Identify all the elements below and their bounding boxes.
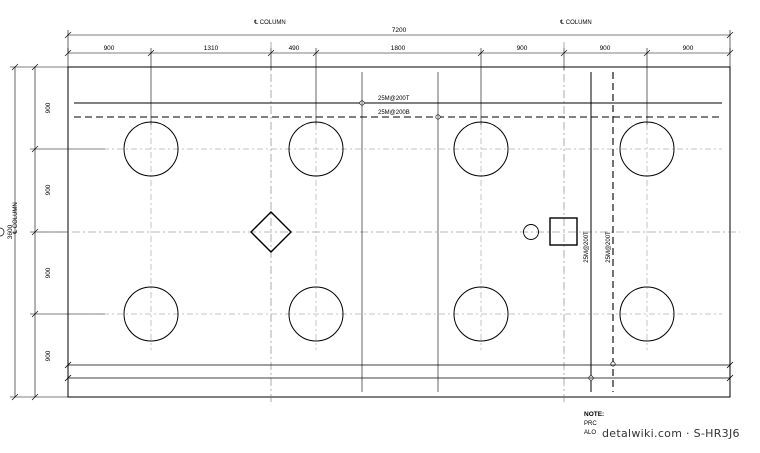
top-dim-3: 490 — [289, 45, 300, 52]
notes-title: NOTE: — [584, 411, 604, 418]
pile — [123, 121, 179, 177]
overall-height-label: 3600 — [7, 224, 14, 239]
notes-line-1: PRC — [584, 421, 597, 427]
rebar-vertical-label-2: 25M@200T — [606, 231, 612, 263]
pile — [619, 286, 675, 342]
piles — [123, 121, 675, 342]
pile — [123, 286, 179, 342]
rebar-extent-lines — [361, 72, 439, 392]
pile — [453, 286, 509, 342]
overall-width-dimension — [64, 30, 734, 52]
rebar-vertical-label-1: 25M@200T — [584, 231, 590, 263]
pile — [288, 286, 344, 342]
rebar-bottom-extents — [64, 361, 734, 382]
side-column-label: ℄ COLUMN — [13, 202, 19, 235]
rebar-bottom-horizontal-label: 25M@200B — [378, 110, 410, 116]
pile — [453, 121, 509, 177]
pile — [619, 121, 675, 177]
left-dim-3: 900 — [45, 267, 52, 278]
column-round — [523, 224, 539, 240]
left-dim-4: 900 — [45, 350, 52, 361]
top-dim-6: 900 — [600, 45, 611, 52]
top-dim-4: 1800 — [391, 45, 406, 52]
rebar-top-horizontal-label: 25M@200T — [378, 96, 410, 102]
top-dim-5: 900 — [517, 45, 528, 52]
side-column-symbol — [0, 227, 5, 237]
column-label-right: ℄ COLUMN — [559, 20, 592, 26]
watermark-background — [598, 424, 758, 440]
column-square — [549, 217, 578, 246]
top-dim-1: 900 — [104, 45, 115, 52]
pile-centerlines — [75, 110, 722, 350]
rebar-marker — [610, 361, 616, 367]
top-dim-2: 1310 — [204, 45, 219, 52]
left-dim-1: 900 — [45, 102, 52, 113]
left-dim-2: 900 — [45, 184, 52, 195]
top-dim-7: 900 — [683, 45, 694, 52]
column-label-left: ℄ COLUMN — [253, 20, 286, 26]
column-diamond — [250, 211, 292, 253]
notes-line-2: ALO — [584, 430, 596, 436]
watermark-text: detalwiki.com · S-HR3J6 — [602, 427, 740, 440]
pile — [288, 121, 344, 177]
overall-width-label: 7200 — [392, 27, 407, 34]
